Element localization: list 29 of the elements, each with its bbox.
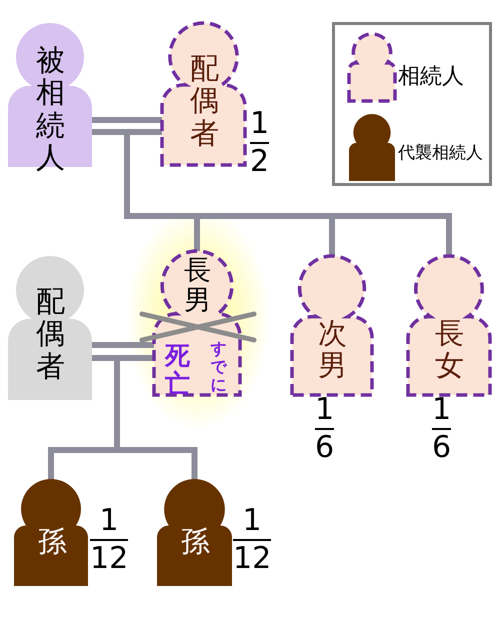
fraction-numerator: 1 xyxy=(100,505,119,536)
person-figure xyxy=(14,478,88,586)
fraction-numerator: 1 xyxy=(315,394,334,426)
fraction-denominator: 6 xyxy=(315,432,334,463)
person-label: 配偶者 xyxy=(189,52,220,150)
legend-text: 代襲相続人 xyxy=(398,142,483,164)
person-label: 配偶者 xyxy=(35,285,66,382)
fraction-numerator: 1 xyxy=(250,108,270,140)
fraction-denominator: 12 xyxy=(233,542,272,574)
person-figure xyxy=(154,250,240,395)
person-label: 被相続人 xyxy=(35,44,66,174)
person-label: 長女 xyxy=(434,317,465,382)
fraction-denominator: 2 xyxy=(250,146,270,177)
person-label: 死亡 xyxy=(164,342,191,398)
person-label: 次男 xyxy=(317,317,348,382)
person-figure xyxy=(292,255,372,395)
person-label: すでに xyxy=(210,340,227,394)
person-figure xyxy=(157,478,232,586)
person-label: 長男 xyxy=(183,256,212,316)
fraction-denominator: 6 xyxy=(432,432,452,463)
person-figure xyxy=(162,22,245,165)
legend-text: 相続人 xyxy=(398,63,464,91)
fraction-denominator: 12 xyxy=(90,542,128,574)
fraction-numerator: 1 xyxy=(432,394,452,426)
person-figure xyxy=(8,255,92,400)
person-figure xyxy=(408,255,490,395)
person-label: 孫 xyxy=(37,525,68,558)
person-label: 孫 xyxy=(180,525,211,558)
fraction-numerator: 1 xyxy=(242,505,262,536)
